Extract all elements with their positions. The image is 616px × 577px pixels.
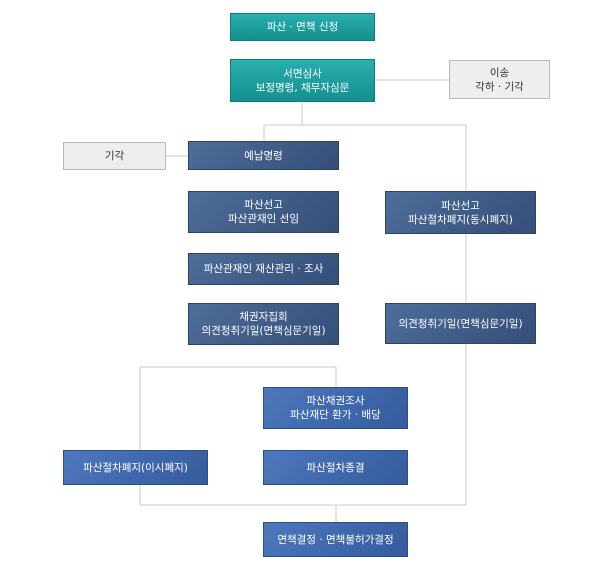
- dismissal-label: 각하 · 기각: [475, 80, 524, 93]
- bankruptcy-application-box: 파산 · 면책 신청: [230, 13, 375, 41]
- creditors-meeting-label: 채권자집회: [239, 311, 288, 323]
- later-abolition-label: 파산절차폐지(이시폐지): [83, 461, 188, 474]
- claims-investigation-box: 파산채권조사 파산재단 환가 · 배당: [263, 387, 408, 429]
- prepayment-order-label: 예납명령: [244, 149, 283, 162]
- simultaneous-declaration-label: 파산선고: [441, 199, 480, 212]
- trustee-management-box: 파산관재인 재산관리 · 조사: [188, 253, 339, 285]
- trustee-management-label: 파산관재인 재산관리 · 조사: [203, 263, 324, 275]
- dismiss-box: 기각: [63, 142, 166, 170]
- simultaneous-abolition-box: 파산선고 파산절차폐지(동시폐지): [385, 191, 536, 234]
- opinion-hearing-box: 의견청취기일(면책심문기일): [385, 303, 536, 344]
- opinion-hearing-label: 의견청취기일(면책심문기일): [201, 325, 326, 337]
- creditors-meeting-box: 채권자집회 의견청취기일(면책심문기일): [188, 303, 339, 345]
- claims-investigation-label: 파산채권조사: [306, 395, 365, 407]
- bankruptcy-application-label: 파산 · 면책 신청: [266, 21, 339, 33]
- prepayment-order-box: 예납명령: [188, 141, 339, 170]
- later-abolition-box: 파산절차폐지(이시폐지): [63, 450, 208, 485]
- trustee-appointment-label: 파산관재인 선임: [228, 213, 299, 225]
- discharge-decision-label: 면책결정 · 면책불허가결정: [277, 533, 394, 546]
- written-review-sublabel: 보정명령, 채무자심문: [255, 81, 350, 94]
- transfer-dismissal-box: 이송 각하 · 기각: [449, 60, 550, 99]
- bankruptcy-declaration-box: 파산선고 파산관재인 선임: [188, 191, 339, 233]
- transfer-label: 이송: [489, 66, 510, 79]
- bankruptcy-termination-box: 파산절차종결: [263, 450, 408, 485]
- liquidation-dividend-label: 파산재단 환가 · 배당: [290, 409, 381, 421]
- written-review-label: 서면심사: [283, 67, 322, 80]
- written-review-box: 서면심사 보정명령, 채무자심문: [230, 59, 375, 102]
- bankruptcy-declaration-label: 파산선고: [244, 199, 283, 211]
- discharge-decision-box: 면책결정 · 면책불허가결정: [263, 522, 408, 557]
- simultaneous-abolition-label: 파산절차폐지(동시폐지): [408, 213, 513, 226]
- dismiss-label: 기각: [104, 150, 125, 162]
- bankruptcy-termination-label: 파산절차종결: [306, 461, 365, 474]
- opinion-hearing-right-label: 의견청취기일(면책심문기일): [398, 317, 523, 330]
